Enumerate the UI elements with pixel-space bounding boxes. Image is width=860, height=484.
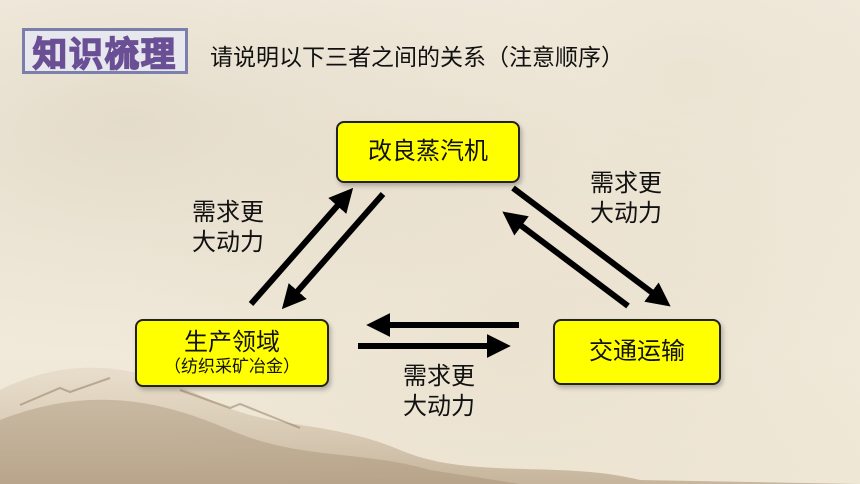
great-wall-illustration bbox=[0, 367, 860, 484]
arrow-top-to-left bbox=[281, 192, 386, 310]
node-left-sublabel: （纺织采矿冶金） bbox=[164, 356, 300, 377]
edge-label-bottom-line2: 大动力 bbox=[403, 392, 475, 420]
edge-label-right: 需求更 大动力 bbox=[590, 168, 662, 228]
arrow-left-to-top bbox=[248, 187, 354, 306]
arrow-top-to-right bbox=[511, 185, 671, 307]
edge-label-bottom: 需求更 大动力 bbox=[403, 361, 475, 421]
edge-label-right-line2: 大动力 bbox=[590, 199, 662, 227]
node-right-label: 交通运输 bbox=[589, 337, 685, 366]
edge-label-right-line1: 需求更 bbox=[590, 169, 662, 197]
question-prompt: 请说明以下三者之间的关系（注意顺序） bbox=[210, 45, 624, 71]
node-improved-steam-engine: 改良蒸汽机 bbox=[336, 121, 520, 183]
edge-label-left-line1: 需求更 bbox=[192, 198, 264, 226]
edge-label-left-line2: 大动力 bbox=[192, 228, 264, 256]
edge-label-left: 需求更 大动力 bbox=[192, 197, 264, 257]
section-badge: 知识梳理 bbox=[22, 28, 188, 76]
node-production-sector: 生产领域 （纺织采矿冶金） bbox=[135, 319, 329, 387]
edge-label-bottom-line1: 需求更 bbox=[403, 362, 475, 390]
section-badge-text: 知识梳理 bbox=[32, 34, 177, 76]
node-top-label: 改良蒸汽机 bbox=[368, 137, 488, 166]
node-left-label: 生产领域 bbox=[184, 328, 280, 356]
arrow-right-to-top bbox=[502, 211, 630, 309]
node-transportation: 交通运输 bbox=[553, 319, 721, 385]
